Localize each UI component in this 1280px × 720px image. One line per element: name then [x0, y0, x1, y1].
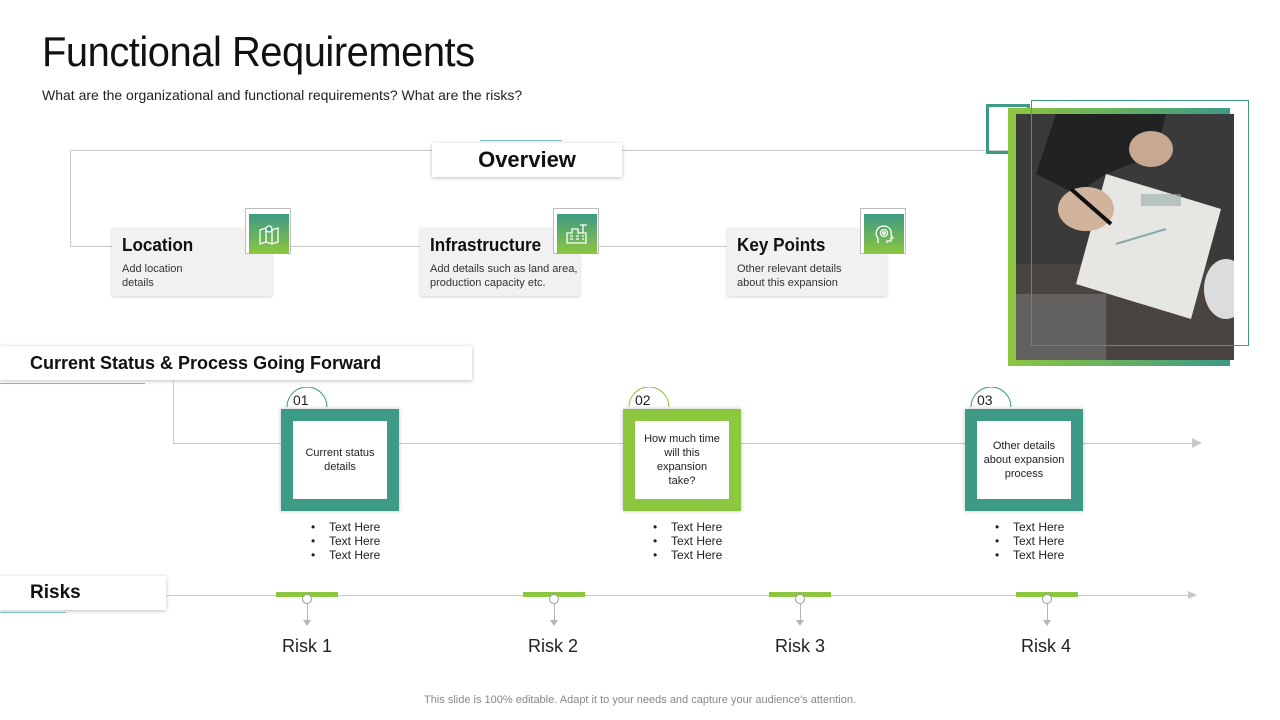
- step-number: 03: [969, 387, 1012, 427]
- step-text: Other details about expansion process: [977, 421, 1071, 499]
- process-heading: Current Status & Process Going Forward: [0, 346, 472, 380]
- step-text: Current status details: [293, 421, 387, 499]
- step-number-text: 02: [635, 392, 651, 408]
- step-number-text: 03: [977, 392, 993, 408]
- bullet-item: Text Here: [671, 548, 723, 562]
- step-box-1: Current status details: [281, 409, 399, 511]
- step-number: 01: [285, 387, 328, 427]
- risk-marker-dot: [1042, 594, 1052, 604]
- step-bullets: •Text Here •Text Here •Text Here: [995, 520, 1065, 562]
- step-text: How much time will this expansion take?: [635, 421, 729, 499]
- bullet-item: Text Here: [1013, 520, 1065, 534]
- risk-marker-dot: [795, 594, 805, 604]
- arrow-down-icon: [796, 620, 804, 626]
- arrow-right-icon: [1188, 591, 1197, 599]
- step-box-2: How much time will this expansion take?: [623, 409, 741, 511]
- overview-connector-right: [622, 150, 1010, 151]
- card-title: Infrastructure: [430, 235, 542, 255]
- page-title: Functional Requirements: [42, 28, 475, 75]
- risk-label: Risk 3: [774, 636, 825, 656]
- step-number-text: 01: [293, 392, 309, 408]
- overview-connector-left: [70, 150, 432, 151]
- arrow-down-icon: [550, 620, 558, 626]
- risks-heading: Risks: [0, 576, 166, 610]
- risk-marker-dot: [302, 594, 312, 604]
- risk-marker-dot: [549, 594, 559, 604]
- arrow-down-icon: [303, 620, 311, 626]
- risk-label: Risk 2: [527, 636, 578, 656]
- head-gear-icon: [860, 208, 906, 254]
- bullet-item: Text Here: [1013, 534, 1065, 548]
- card-desc: Add location details: [122, 263, 183, 289]
- risk-pointer: [800, 604, 801, 622]
- decor-line: [0, 383, 145, 384]
- map-pin-icon: [245, 208, 291, 254]
- page-subtitle: What are the organizational and function…: [42, 87, 523, 103]
- risks-line: [166, 595, 1190, 596]
- bullet-item: Text Here: [329, 534, 381, 548]
- step-number: 02: [627, 387, 670, 427]
- decor-line: [480, 140, 562, 141]
- bullet-item: Text Here: [329, 520, 381, 534]
- card-desc: Other relevant details about this expans…: [737, 263, 842, 289]
- card-title: Location: [122, 235, 194, 255]
- risk-pointer: [554, 604, 555, 622]
- risk-pointer: [307, 604, 308, 622]
- step-bullets: •Text Here •Text Here •Text Here: [311, 520, 381, 562]
- overview-connector-down: [70, 150, 71, 246]
- bullet-item: Text Here: [671, 520, 723, 534]
- process-connector-down: [173, 380, 174, 443]
- risk-pointer: [1047, 604, 1048, 622]
- card-key-points: Key Points Other relevant details about …: [727, 228, 887, 296]
- bullet-item: Text Here: [671, 534, 723, 548]
- bullet-item: Text Here: [329, 548, 381, 562]
- arrow-right-icon: [1192, 438, 1202, 448]
- card-desc: Add details such as land area, productio…: [430, 263, 578, 289]
- risk-label: Risk 1: [281, 636, 332, 656]
- risk-label: Risk 4: [1020, 636, 1071, 656]
- card-infrastructure: Infrastructure Add details such as land …: [420, 228, 580, 296]
- bullet-item: Text Here: [1013, 548, 1065, 562]
- factory-icon: [553, 208, 599, 254]
- step-bullets: •Text Here •Text Here •Text Here: [653, 520, 723, 562]
- decor-line: [0, 612, 66, 613]
- step-box-3: Other details about expansion process: [965, 409, 1083, 511]
- overview-heading: Overview: [432, 143, 622, 177]
- photo-outline: [1031, 100, 1249, 346]
- card-title: Key Points: [737, 235, 826, 255]
- arrow-down-icon: [1043, 620, 1051, 626]
- footer-note: This slide is 100% editable. Adapt it to…: [424, 694, 856, 706]
